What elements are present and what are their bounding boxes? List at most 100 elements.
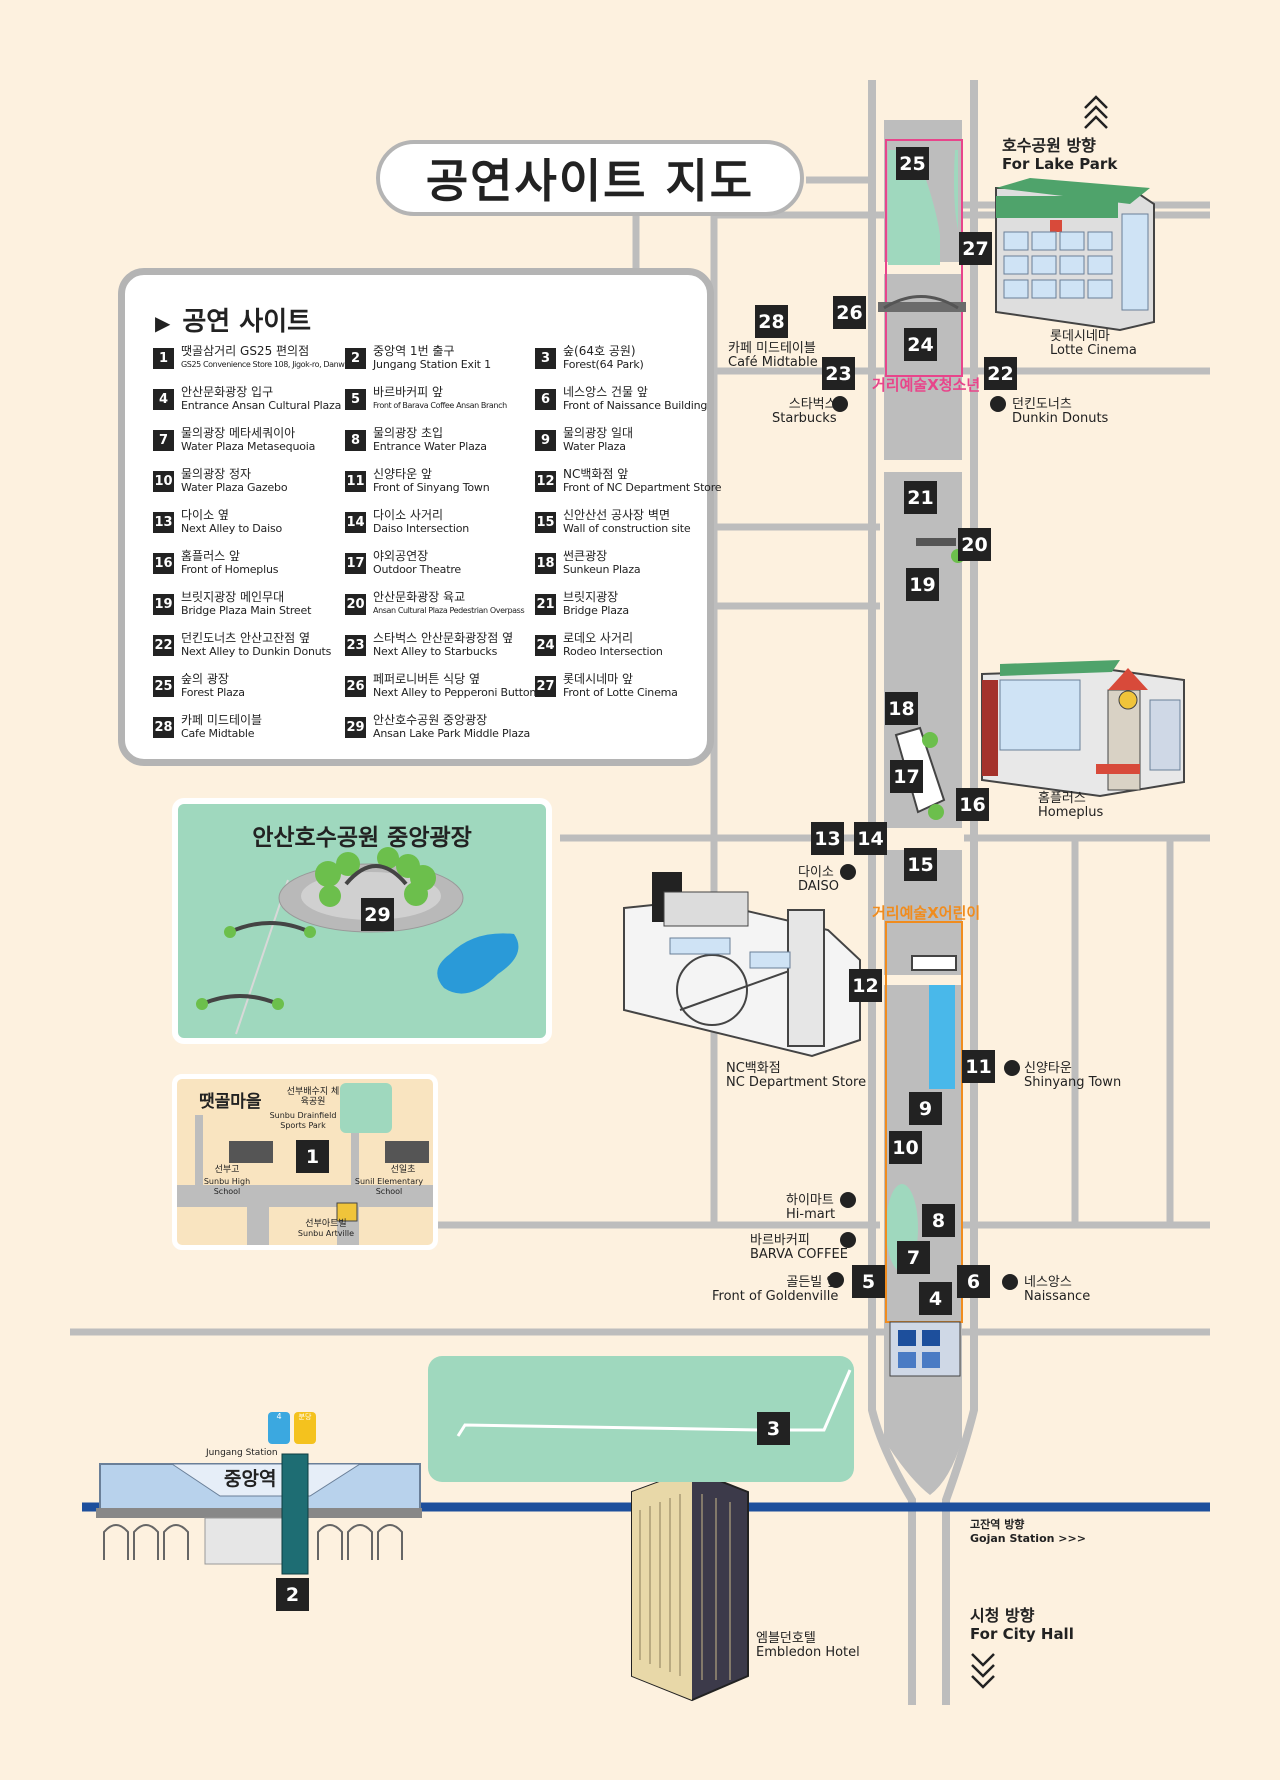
site-marker-16-number: 16 bbox=[959, 793, 986, 816]
daiso-ko: 다이소 bbox=[798, 865, 834, 880]
legend-number-badge: 11 bbox=[345, 471, 366, 492]
legend-item-en: Forest(64 Park) bbox=[563, 358, 644, 371]
legend-item-en: Front of Barava Coffee Ansan Branch bbox=[373, 401, 507, 410]
starbucks-ko: 스타벅스 bbox=[788, 397, 837, 412]
site-marker-10-number: 10 bbox=[892, 1136, 919, 1159]
legend-item-ko: 중앙역 1번 출구 bbox=[373, 344, 455, 358]
site-marker-8[interactable]: 8 bbox=[922, 1204, 955, 1237]
site-marker-5[interactable]: 5 bbox=[852, 1265, 885, 1298]
site-marker-25[interactable]: 25 bbox=[896, 147, 929, 180]
legend-number-badge: 16 bbox=[153, 553, 174, 574]
site-marker-20-number: 20 bbox=[961, 533, 988, 556]
legend-item-en: Outdoor Theatre bbox=[373, 563, 461, 576]
site-marker-18[interactable]: 18 bbox=[885, 692, 918, 725]
site-marker-3[interactable]: 3 bbox=[757, 1412, 790, 1445]
site-marker-15[interactable]: 15 bbox=[904, 848, 937, 881]
site-marker-7[interactable]: 7 bbox=[897, 1241, 930, 1274]
site-marker-10[interactable]: 10 bbox=[889, 1131, 922, 1164]
legend-item-ko: 야외공연장 bbox=[373, 549, 429, 563]
himart-label: 하이마트 Hi-mart bbox=[786, 1194, 835, 1222]
site-marker-20[interactable]: 20 bbox=[958, 528, 991, 561]
legend-item-en: Next Alley to Starbucks bbox=[373, 645, 498, 658]
site-marker-24[interactable]: 24 bbox=[904, 328, 937, 361]
site-marker-16[interactable]: 16 bbox=[956, 788, 989, 821]
goldenville-label: 골든빌 앞 Front of Goldenville bbox=[712, 1276, 838, 1304]
legend-item-ko: 홈플러스 앞 bbox=[181, 549, 241, 563]
legend-number-badge: 24 bbox=[535, 635, 556, 656]
site-marker-17[interactable]: 17 bbox=[890, 760, 923, 793]
legend-item-en: Forest Plaza bbox=[181, 686, 245, 699]
site-marker-19[interactable]: 19 bbox=[906, 568, 939, 601]
site-marker-13-number: 13 bbox=[814, 827, 841, 850]
site-marker-2[interactable]: 2 bbox=[276, 1578, 309, 1611]
site-marker-14-number: 14 bbox=[857, 827, 884, 850]
line4-badge: 4 bbox=[276, 1412, 282, 1421]
site-marker-21[interactable]: 21 bbox=[904, 481, 937, 514]
legend-item-ko: 네스앙스 건물 앞 bbox=[563, 385, 648, 399]
site-marker-22[interactable]: 22 bbox=[984, 357, 1017, 390]
site-marker-28[interactable]: 28 bbox=[755, 305, 788, 338]
bundang-badge: 분당 bbox=[298, 1413, 312, 1421]
legend-number-badge: 28 bbox=[153, 717, 174, 738]
site-marker-27[interactable]: 27 bbox=[959, 232, 992, 265]
site-marker-9[interactable]: 9 bbox=[909, 1092, 942, 1125]
site-marker-1[interactable]: 1 bbox=[296, 1140, 329, 1173]
daiso-en: DAISO bbox=[798, 879, 839, 894]
legend-number-badge: 7 bbox=[153, 430, 174, 451]
himart-ko: 하이마트 bbox=[786, 1193, 834, 1208]
site-marker-23[interactable]: 23 bbox=[822, 357, 855, 390]
legend-number-badge: 20 bbox=[345, 594, 366, 615]
site-marker-26[interactable]: 26 bbox=[833, 296, 866, 329]
site-marker-29[interactable]: 29 bbox=[361, 898, 394, 931]
site-marker-11[interactable]: 11 bbox=[962, 1050, 995, 1083]
site-marker-13[interactable]: 13 bbox=[811, 822, 844, 855]
legend-number-badge: 1 bbox=[153, 348, 174, 369]
site-marker-12[interactable]: 12 bbox=[849, 969, 882, 1002]
legend-item-ko: 페퍼로니버튼 식당 옆 bbox=[373, 672, 480, 686]
goldenville-en: Front of Goldenville bbox=[712, 1289, 839, 1304]
site-marker-4[interactable]: 4 bbox=[919, 1282, 952, 1315]
site-marker-6[interactable]: 6 bbox=[957, 1265, 990, 1298]
artville-ko: 선부아트빌 bbox=[305, 1219, 347, 1229]
embledon-ko: 엠블던호텔 bbox=[756, 1631, 816, 1646]
site-marker-25-number: 25 bbox=[899, 152, 926, 175]
site-marker-14[interactable]: 14 bbox=[854, 822, 887, 855]
site-marker-5-number: 5 bbox=[861, 1270, 876, 1293]
